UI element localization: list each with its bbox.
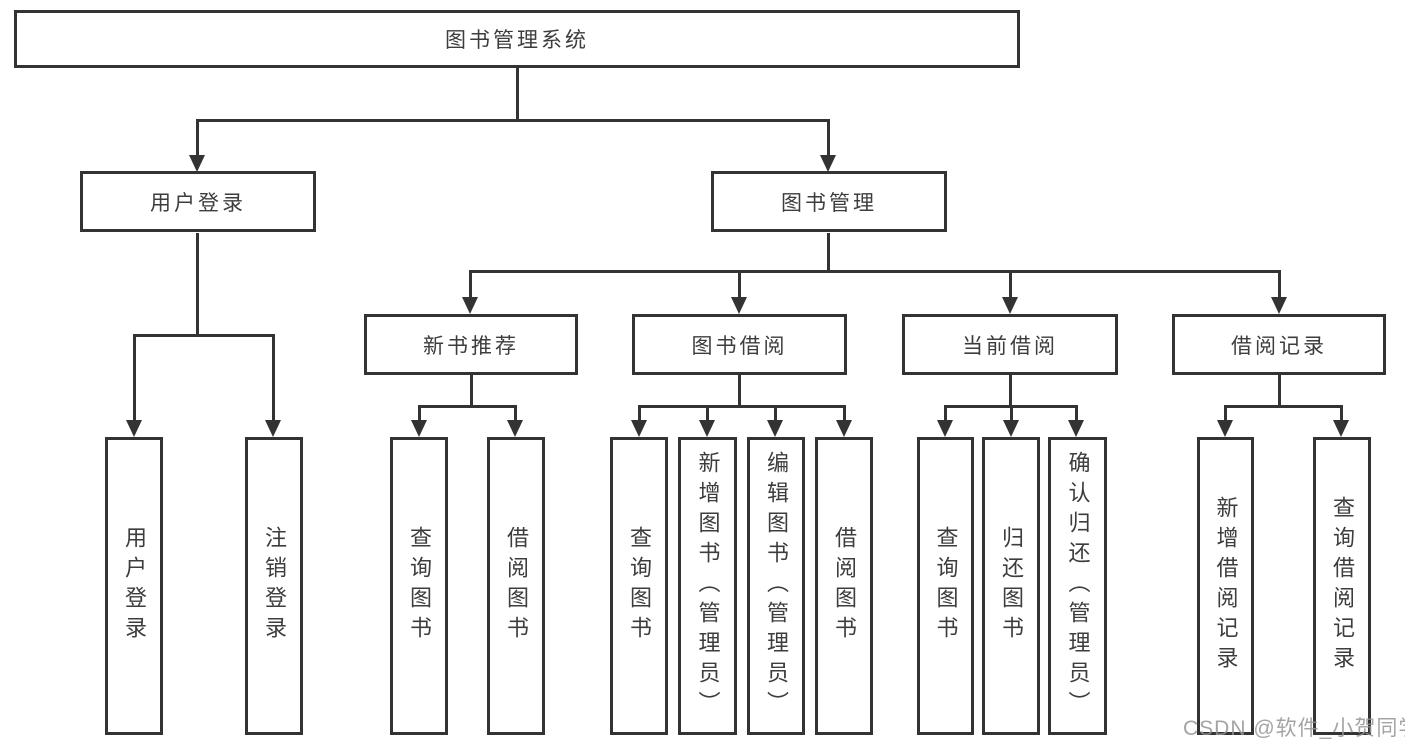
- arrowhead-down-icon: [820, 155, 836, 172]
- node-label: 注销登录: [262, 526, 287, 646]
- leaf-query-books-current: 查询图书: [917, 437, 974, 735]
- leaf-edit-book-admin: 编辑图书（管理员）: [747, 437, 805, 735]
- connector-line: [843, 405, 846, 422]
- node-label: 查询图书: [627, 526, 652, 646]
- watermark: CSDN @软件_小贺同学: [1183, 717, 1405, 740]
- node-label: 借阅图书: [504, 526, 529, 646]
- leaf-borrow-books-borrowing: 借阅图书: [815, 437, 873, 735]
- arrowhead-down-icon: [836, 420, 852, 437]
- node-label: 当前借阅: [962, 334, 1058, 358]
- arrowhead-down-icon: [1333, 420, 1349, 437]
- node-label: 借阅记录: [1231, 334, 1327, 358]
- node-label: 用户登录: [150, 191, 246, 215]
- connector-line: [1009, 375, 1012, 406]
- connector-line: [774, 405, 777, 422]
- node-label: 编辑图书（管理员）: [764, 451, 789, 721]
- leaf-logout: 注销登录: [245, 437, 303, 735]
- node-label: 新增图书（管理员）: [695, 451, 721, 721]
- connector-line: [272, 334, 275, 422]
- connector-line: [1224, 405, 1227, 422]
- node-label: 新书推荐: [423, 334, 519, 358]
- arrowhead-down-icon: [1271, 297, 1287, 314]
- connector-line: [827, 233, 830, 272]
- connector-line: [738, 375, 741, 406]
- connector-line: [1340, 405, 1343, 422]
- connector-line: [196, 119, 199, 158]
- connector-line: [133, 334, 275, 337]
- connector-line: [418, 405, 421, 422]
- arrowhead-down-icon: [507, 420, 523, 437]
- leaf-return-books: 归还图书: [982, 437, 1040, 735]
- arrowhead-down-icon: [699, 420, 715, 437]
- connector-line: [470, 375, 473, 406]
- connector-line: [1278, 270, 1281, 299]
- connector-line: [196, 119, 830, 122]
- connector-line: [638, 405, 846, 408]
- arrowhead-down-icon: [1003, 420, 1019, 437]
- arrowhead-down-icon: [1002, 297, 1018, 314]
- leaf-add-book-admin: 新增图书（管理员）: [678, 437, 737, 735]
- node-user-login: 用户登录: [80, 171, 316, 232]
- node-book-borrowing: 图书借阅: [632, 314, 847, 375]
- connector-line: [418, 405, 517, 408]
- node-label: 查询图书: [933, 526, 959, 646]
- leaf-query-books-borrowing: 查询图书: [610, 437, 668, 735]
- node-library-management-system: 图书管理系统: [14, 10, 1020, 68]
- node-label: 图书管理: [781, 191, 877, 215]
- connector-line: [469, 270, 1281, 273]
- connector-line: [706, 405, 709, 422]
- arrowhead-down-icon: [411, 420, 427, 437]
- node-label: 图书借阅: [691, 334, 788, 358]
- node-borrowing-records: 借阅记录: [1172, 314, 1386, 375]
- leaf-confirm-return-admin: 确认归还（管理员）: [1048, 437, 1107, 735]
- connector-line: [944, 405, 947, 422]
- leaf-query-books-recommend: 查询图书: [390, 437, 448, 735]
- leaf-user-login: 用户登录: [105, 437, 163, 735]
- connector-line: [133, 334, 136, 422]
- arrowhead-down-icon: [1068, 420, 1084, 437]
- connector-line: [1278, 375, 1281, 406]
- connector-line: [1075, 405, 1078, 422]
- arrowhead-down-icon: [631, 420, 647, 437]
- leaf-add-borrow-record: 新增借阅记录: [1197, 437, 1254, 735]
- node-book-management: 图书管理: [711, 171, 947, 232]
- leaf-borrow-books-recommend: 借阅图书: [487, 437, 545, 735]
- node-label: 用户登录: [122, 526, 147, 646]
- connector-line: [1009, 270, 1012, 299]
- connector-line: [638, 405, 641, 422]
- node-new-book-recommendation: 新书推荐: [364, 314, 578, 375]
- leaf-query-borrow-record: 查询借阅记录: [1313, 437, 1371, 735]
- connector-line: [514, 405, 517, 422]
- node-label: 图书管理系统: [445, 29, 589, 52]
- node-label: 确认归还（管理员）: [1065, 451, 1091, 721]
- node-label: 查询借阅记录: [1330, 496, 1355, 676]
- connector-line: [1010, 405, 1013, 422]
- node-label: 借阅图书: [832, 526, 857, 646]
- connector-line: [1224, 405, 1342, 408]
- arrowhead-down-icon: [937, 420, 953, 437]
- node-label: 新增借阅记录: [1213, 496, 1239, 676]
- arrowhead-down-icon: [767, 420, 783, 437]
- node-label: 查询图书: [407, 526, 432, 646]
- arrowhead-down-icon: [1217, 420, 1233, 437]
- arrowhead-down-icon: [189, 155, 205, 172]
- node-label: 归还图书: [999, 526, 1024, 646]
- connector-line: [738, 270, 741, 299]
- arrowhead-down-icon: [731, 297, 747, 314]
- connector-line: [469, 270, 472, 299]
- connector-line: [827, 119, 830, 158]
- arrowhead-down-icon: [126, 420, 142, 437]
- connector-line: [196, 233, 199, 336]
- arrowhead-down-icon: [462, 297, 478, 314]
- arrowhead-down-icon: [265, 420, 281, 437]
- node-current-borrowing: 当前借阅: [902, 314, 1118, 375]
- connector-line: [516, 68, 519, 120]
